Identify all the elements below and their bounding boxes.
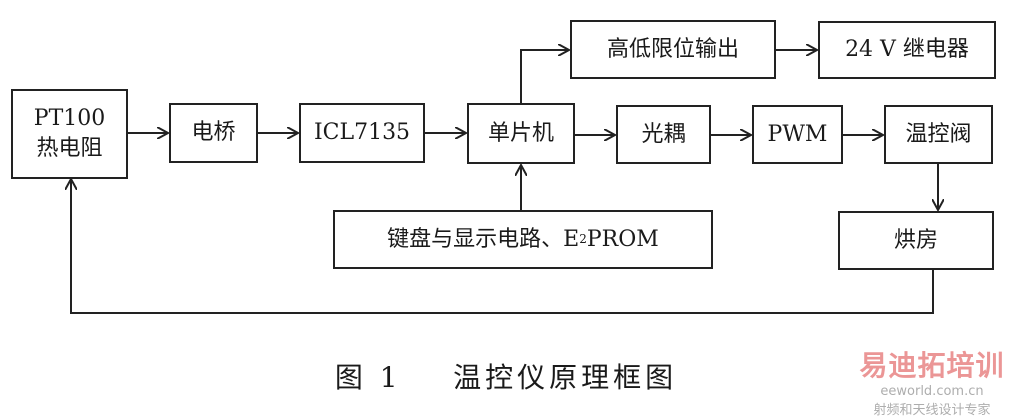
node-keyboard-sup: 2 xyxy=(579,232,587,247)
watermark-brand: 易迪拓培训 xyxy=(859,349,1005,382)
node-mcu: 单片机 xyxy=(467,103,575,164)
node-valve: 温控阀 xyxy=(884,105,993,164)
node-bridge: 电桥 xyxy=(169,103,258,163)
connector-arrows xyxy=(0,0,1012,314)
arrow-mcu-limit xyxy=(520,50,569,103)
watermark-site: eeworld.com.cn xyxy=(880,384,984,399)
node-keyboard-text: 键盘与显示电路、E xyxy=(387,226,580,252)
node-optocoupler: 光耦 xyxy=(616,105,711,164)
node-pt100: PT100 热电阻 xyxy=(11,89,128,179)
node-keyboard-tail: PROM xyxy=(586,226,659,252)
watermark-logo: 易迪拓培训 eeworld.com.cn 射频和天线设计专家 xyxy=(852,344,1012,418)
arrow-feedback-oven-pt100 xyxy=(71,179,934,314)
node-adc: ICL7135 xyxy=(299,103,425,163)
node-limit-output: 高低限位输出 xyxy=(570,20,776,79)
node-pt100-line1: PT100 xyxy=(33,106,106,132)
node-relay: 24 V 继电器 xyxy=(818,21,996,79)
node-oven: 烘房 xyxy=(838,211,994,270)
node-pwm: PWM xyxy=(752,105,843,164)
figure-caption: 图 1 温控仪原理框图 xyxy=(334,361,678,394)
node-pt100-line2: 热电阻 xyxy=(36,136,103,161)
